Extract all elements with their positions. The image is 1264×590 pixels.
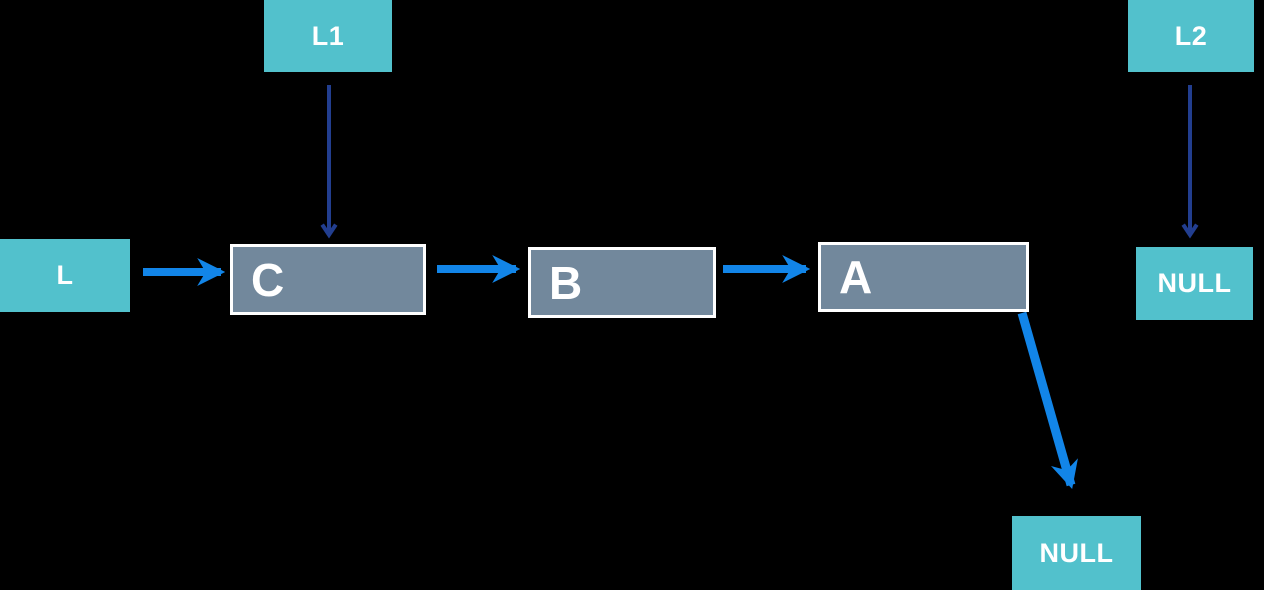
terminal-box-null-right: NULL — [1136, 247, 1253, 320]
pointer-box-l: L — [0, 239, 130, 312]
list-node-b: B — [528, 247, 716, 318]
pointer-label-l1: L1 — [311, 20, 345, 51]
pointer-label-l: L — [56, 260, 74, 290]
terminal-box-null-bottom: NULL — [1012, 516, 1141, 590]
terminal-label-null-right: NULL — [1157, 268, 1232, 298]
terminal-label-null-bottom: NULL — [1039, 537, 1114, 568]
pointer-box-l2: L2 — [1128, 0, 1254, 72]
list-node-a: A — [818, 242, 1029, 312]
list-node-c: C — [230, 244, 426, 315]
pointer-label-l2: L2 — [1174, 20, 1208, 51]
list-node-label-b: B — [549, 256, 583, 309]
edge-A-to-NULL — [1017, 311, 1078, 490]
pointer-box-l1: L1 — [264, 0, 392, 72]
list-node-label-c: C — [251, 253, 285, 306]
list-node-label-a: A — [839, 251, 873, 303]
